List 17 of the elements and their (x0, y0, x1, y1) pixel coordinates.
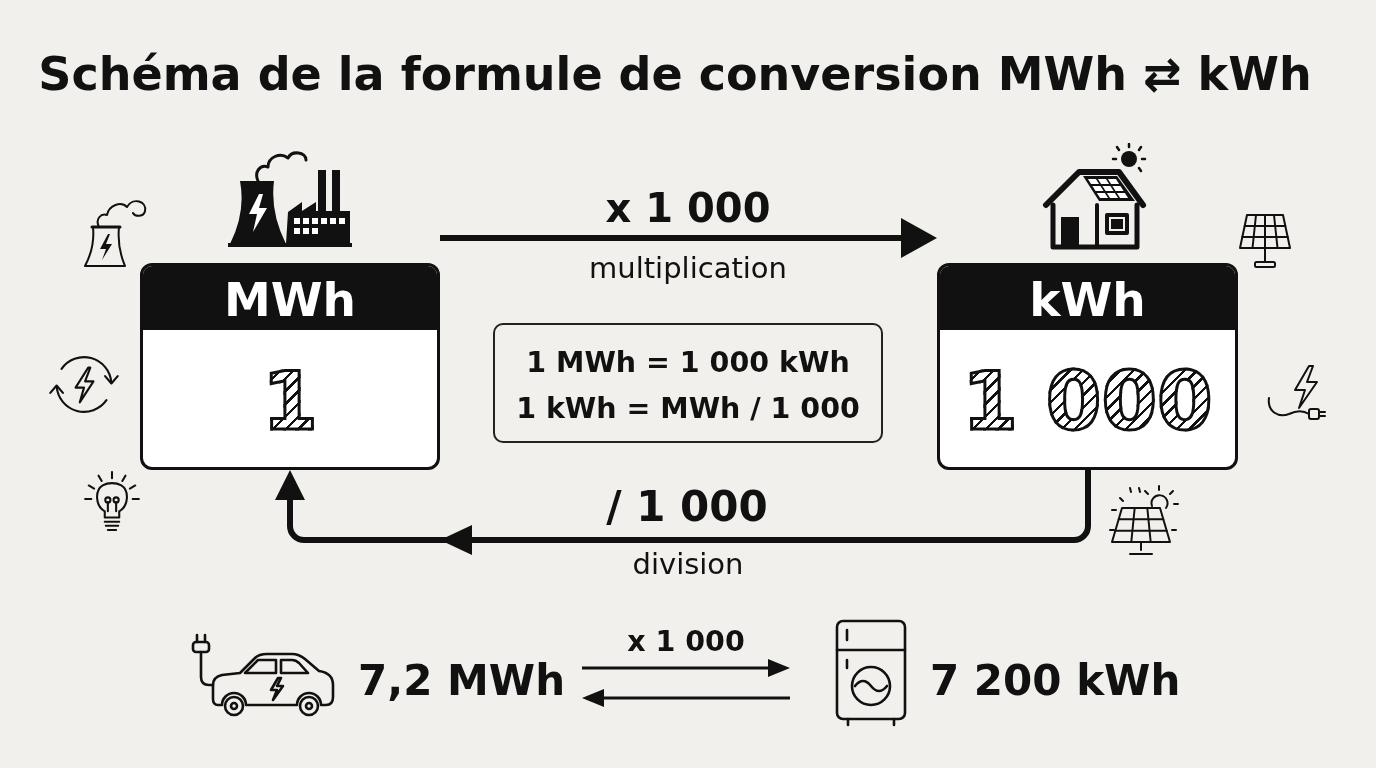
arrow (275, 470, 1091, 555)
edge-label: / 1 000 (606, 485, 768, 528)
energy-value: 7 200 kWh (930, 659, 1181, 702)
unit-header: kWh (940, 266, 1235, 330)
edge-label: x 1 000 (605, 188, 771, 228)
edge-label: x 1 000 (627, 628, 745, 657)
formula-text: 1 kWh = MWh / 1 000 (516, 395, 860, 424)
operation-label: multiplication (589, 253, 787, 283)
operation-label: division (632, 550, 744, 579)
arrow (582, 659, 790, 677)
formula-box (493, 323, 883, 443)
unit-header: MWh (143, 266, 437, 330)
energy-value: 7,2 MWh (358, 659, 566, 702)
formula-text: 1 MWh = 1 000 kWh (526, 349, 850, 378)
arrow (440, 220, 937, 256)
title: Schéma de la formule de conversion MWh ⇄ kWh (38, 51, 1312, 97)
arrow (582, 689, 790, 707)
